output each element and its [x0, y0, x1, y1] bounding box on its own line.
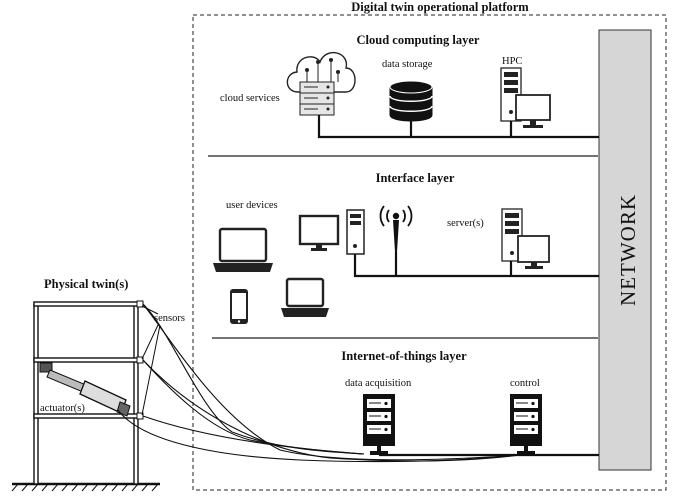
physical-structure	[11, 301, 160, 492]
data-acquisition-server-icon	[363, 394, 395, 455]
cloud-bus	[317, 115, 599, 139]
sensor-wiring	[117, 303, 521, 463]
physical-twin-title: Physical twin(s)	[44, 277, 128, 291]
iot-layer-title: Internet-of-things layer	[341, 349, 467, 363]
platform-title: Digital twin operational platform	[351, 0, 529, 14]
control-server-icon	[510, 394, 542, 455]
interface-bus	[353, 252, 599, 278]
hpc-icon	[500, 67, 551, 128]
desktop-monitor-icon	[298, 214, 340, 251]
network-label: NETWORK	[616, 194, 640, 306]
data-storage-label: data storage	[382, 59, 433, 70]
hpc-label: HPC	[502, 56, 522, 67]
wifi-antenna-icon	[379, 205, 413, 252]
platform-boundary	[192, 14, 667, 491]
laptop-icon	[213, 227, 273, 272]
actuators-label: actuator(s)	[40, 403, 85, 414]
servers-label: server(s)	[447, 218, 484, 229]
server-icon	[501, 208, 550, 269]
sensors-label: sensors	[154, 313, 185, 324]
database-icon	[389, 80, 433, 122]
data-acquisition-label: data acquisition	[345, 378, 412, 389]
interface-layer-title: Interface layer	[376, 171, 455, 185]
cloud-services-label: cloud services	[220, 93, 280, 104]
actuator-icon	[39, 362, 131, 417]
laptop-icon-2	[281, 277, 329, 317]
sensor-pointers	[141, 305, 161, 416]
network-bar	[598, 29, 652, 471]
cloud-services-icon	[286, 51, 356, 116]
control-label: control	[510, 378, 540, 389]
pc-tower-icon	[346, 209, 365, 255]
cloud-layer-title: Cloud computing layer	[357, 33, 480, 47]
smartphone-icon	[230, 289, 248, 324]
user-devices-label: user devices	[226, 200, 278, 211]
